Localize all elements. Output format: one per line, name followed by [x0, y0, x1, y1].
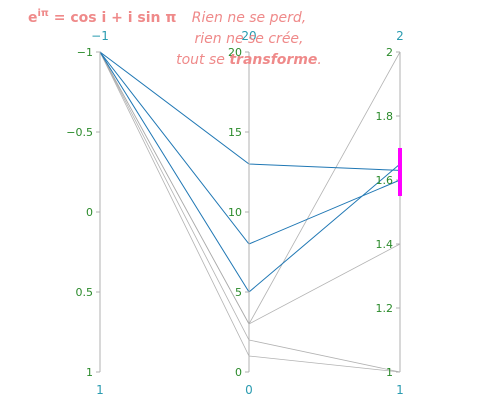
- axis-b-tick-label: 0: [235, 366, 242, 379]
- axis-c-tick-label: 1.6: [376, 174, 394, 187]
- axis-a-tick-label: 0: [86, 206, 93, 219]
- axis-c-tick-label: 1.2: [376, 302, 394, 315]
- euler-base: e: [28, 10, 38, 26]
- data-line-3: [99, 51, 401, 293]
- constraint-range: [398, 148, 402, 196]
- axes: −1−0.500.51−110510152020011.21.41.61.822…: [66, 29, 404, 397]
- euler-rest: = cos i + i sin π: [49, 10, 177, 26]
- data-lines: [99, 51, 401, 373]
- euler-formula: eiπ = cos i + i sin π: [28, 8, 176, 26]
- axis-a-bottom-label: 1: [96, 383, 104, 397]
- axis-c-tick-label: 1: [386, 366, 393, 379]
- axis-a: −1 −0.5 0 0.5 1 −1 1: [66, 29, 109, 397]
- quote-line-3-pre: tout se: [176, 52, 229, 68]
- quote-line-2: rien ne se crée,: [194, 31, 303, 47]
- constraint-range-bar[interactable]: [398, 148, 402, 196]
- axis-c-tick-label: 1.8: [376, 110, 394, 123]
- axis-a-tick-label: 1: [86, 366, 93, 379]
- axis-a-tick-label: 0.5: [76, 286, 94, 299]
- quote-line-1: Rien ne se perd,: [192, 10, 306, 26]
- data-line-5: [99, 51, 401, 325]
- quote-line-3-bold: transforme: [229, 52, 317, 68]
- data-line-7: [99, 51, 401, 373]
- axis-b-tick-label: 15: [228, 126, 242, 139]
- axis-c-top-label: 2: [396, 29, 404, 43]
- data-line-6: [99, 51, 401, 373]
- data-line-2: [99, 51, 401, 245]
- quote: Rien ne se perd, rien ne se crée, tout s…: [176, 10, 322, 68]
- axis-a-tick-label: −1: [77, 46, 93, 59]
- axis-b-top-label: 20: [241, 29, 256, 43]
- data-line-4: [99, 51, 401, 325]
- axis-c-tick-label: 1.4: [376, 238, 394, 251]
- euler-superscript: iπ: [38, 8, 49, 19]
- axis-b-tick-label: 5: [235, 286, 242, 299]
- axis-a-top-label: −1: [91, 29, 109, 43]
- axis-c-tick-label: 2: [386, 46, 393, 59]
- axis-b: 0 5 10 15 20 20 0: [228, 29, 257, 397]
- axis-b-bottom-label: 0: [245, 383, 253, 397]
- axis-b-tick-label: 20: [228, 46, 242, 59]
- data-line-1: [99, 51, 401, 171]
- quote-line-3: tout se transforme.: [176, 52, 322, 68]
- axis-b-tick-label: 10: [228, 206, 242, 219]
- axis-a-tick-label: −0.5: [66, 126, 93, 139]
- axis-c: 1 1.2 1.4 1.6 1.8 22 1: [376, 29, 404, 397]
- quote-line-3-post: .: [317, 52, 321, 68]
- axis-c-bottom-label: 1: [396, 383, 404, 397]
